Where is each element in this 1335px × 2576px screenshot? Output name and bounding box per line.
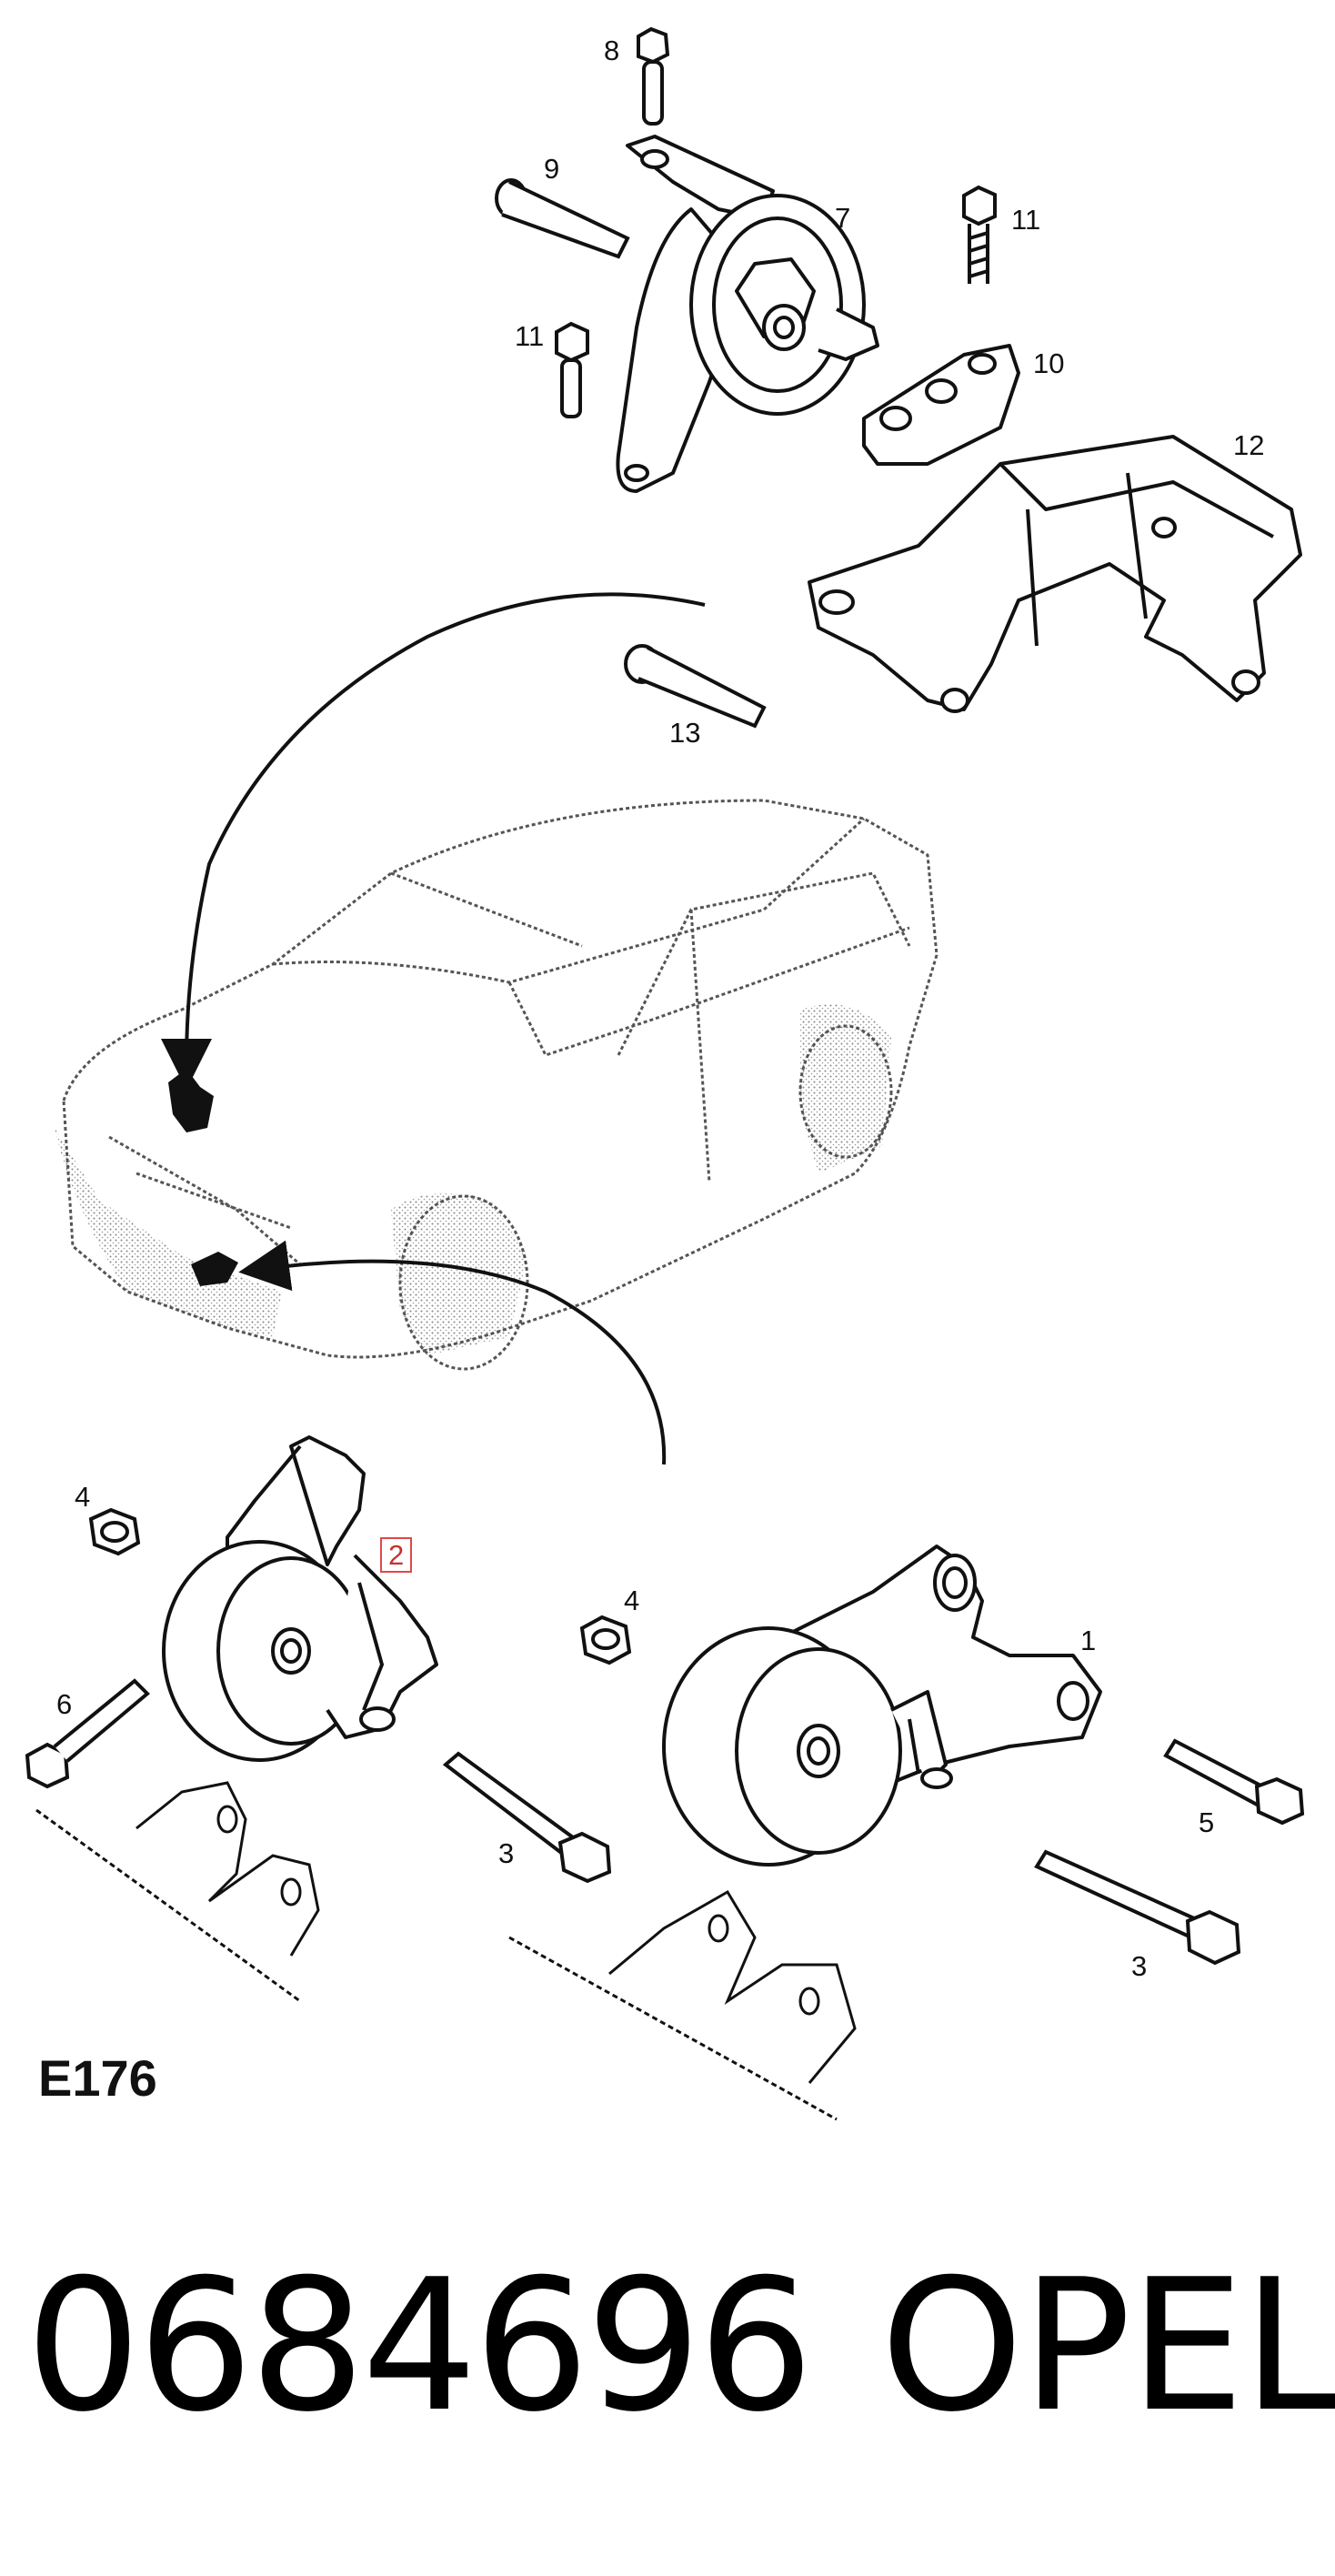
- part-number: 0684696: [25, 2240, 814, 2452]
- callout-9: 9: [544, 153, 560, 185]
- bolt-11-right: [962, 185, 997, 284]
- callout-3-left: 3: [498, 1837, 515, 1869]
- bolt-8: [637, 26, 670, 126]
- bracket-12: [808, 435, 1302, 713]
- chassis-bracket-left: [35, 1781, 320, 2003]
- callout-11-left: 11: [515, 320, 545, 352]
- bolt-9: [495, 178, 630, 259]
- bolt-11-left: [555, 321, 589, 418]
- engine-mount-1: [662, 1545, 1102, 1867]
- nut-4-left: [88, 1507, 141, 1556]
- damper-10: [862, 344, 1020, 466]
- callout-3-right: 3: [1131, 1950, 1148, 1982]
- arrow-upper: [161, 592, 706, 1090]
- callout-4-right: 4: [624, 1585, 640, 1616]
- transmission-mount-2: [162, 1435, 438, 1762]
- callout-2: 2: [380, 1537, 413, 1573]
- chassis-bracket-right: [508, 1889, 857, 2121]
- bolt-3-right: [1034, 1849, 1241, 1966]
- car-mount-marker-lower: [191, 1252, 238, 1286]
- callout-4-left: 4: [75, 1481, 91, 1513]
- callout-5: 5: [1199, 1806, 1215, 1838]
- brand-name: OPEL: [880, 2240, 1335, 2452]
- bolt-13: [624, 644, 767, 729]
- engine-mount-7: [616, 135, 879, 493]
- arrow-lower: [238, 1240, 667, 1465]
- callout-8: 8: [604, 35, 620, 66]
- callout-1: 1: [1080, 1625, 1097, 1656]
- callout-13: 13: [669, 717, 701, 749]
- car-mount-marker-upper: [168, 1069, 214, 1132]
- callout-10: 10: [1033, 347, 1065, 379]
- callout-12: 12: [1233, 429, 1265, 461]
- car-illustration: [62, 799, 939, 1371]
- callout-11-right: 11: [1011, 204, 1041, 236]
- bolt-3-left: [442, 1751, 612, 1884]
- diagram-code: E176: [38, 2049, 157, 2107]
- callout-6: 6: [56, 1688, 73, 1720]
- nut-4-right: [579, 1615, 632, 1665]
- bolt-5: [1163, 1738, 1305, 1826]
- callout-7: 7: [835, 202, 851, 234]
- car-stipple-shading: [55, 1004, 891, 1355]
- bolt-6: [25, 1678, 150, 1789]
